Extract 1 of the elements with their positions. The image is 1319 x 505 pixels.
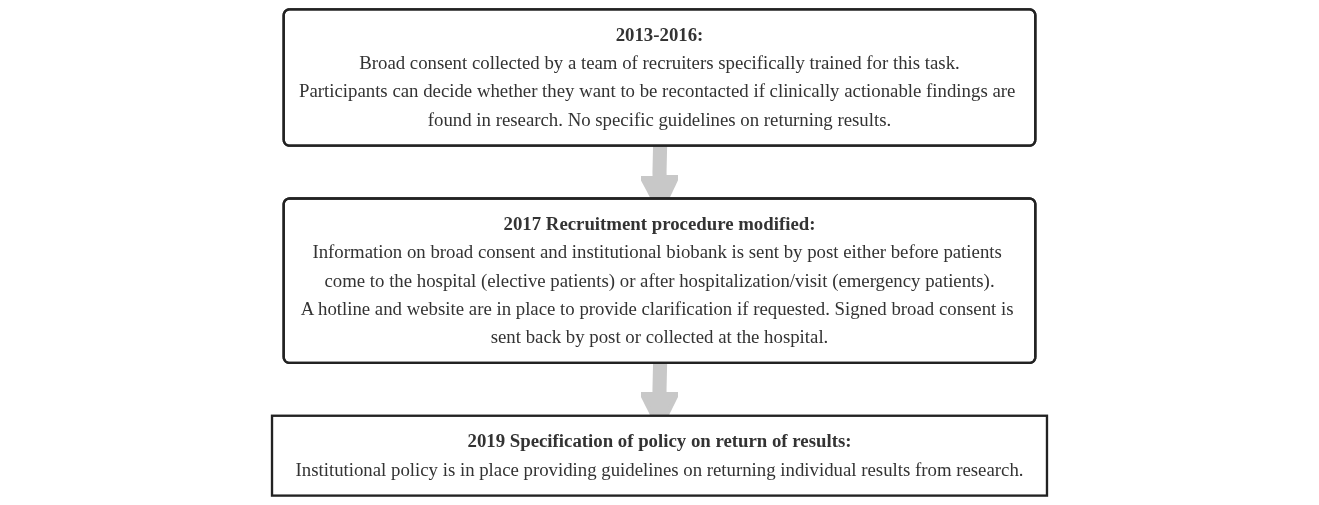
node-box: 2019 Specification of policy on return of results: Institutional policy is in place providing guidelines on returning individual results from research. [270, 414, 1049, 497]
